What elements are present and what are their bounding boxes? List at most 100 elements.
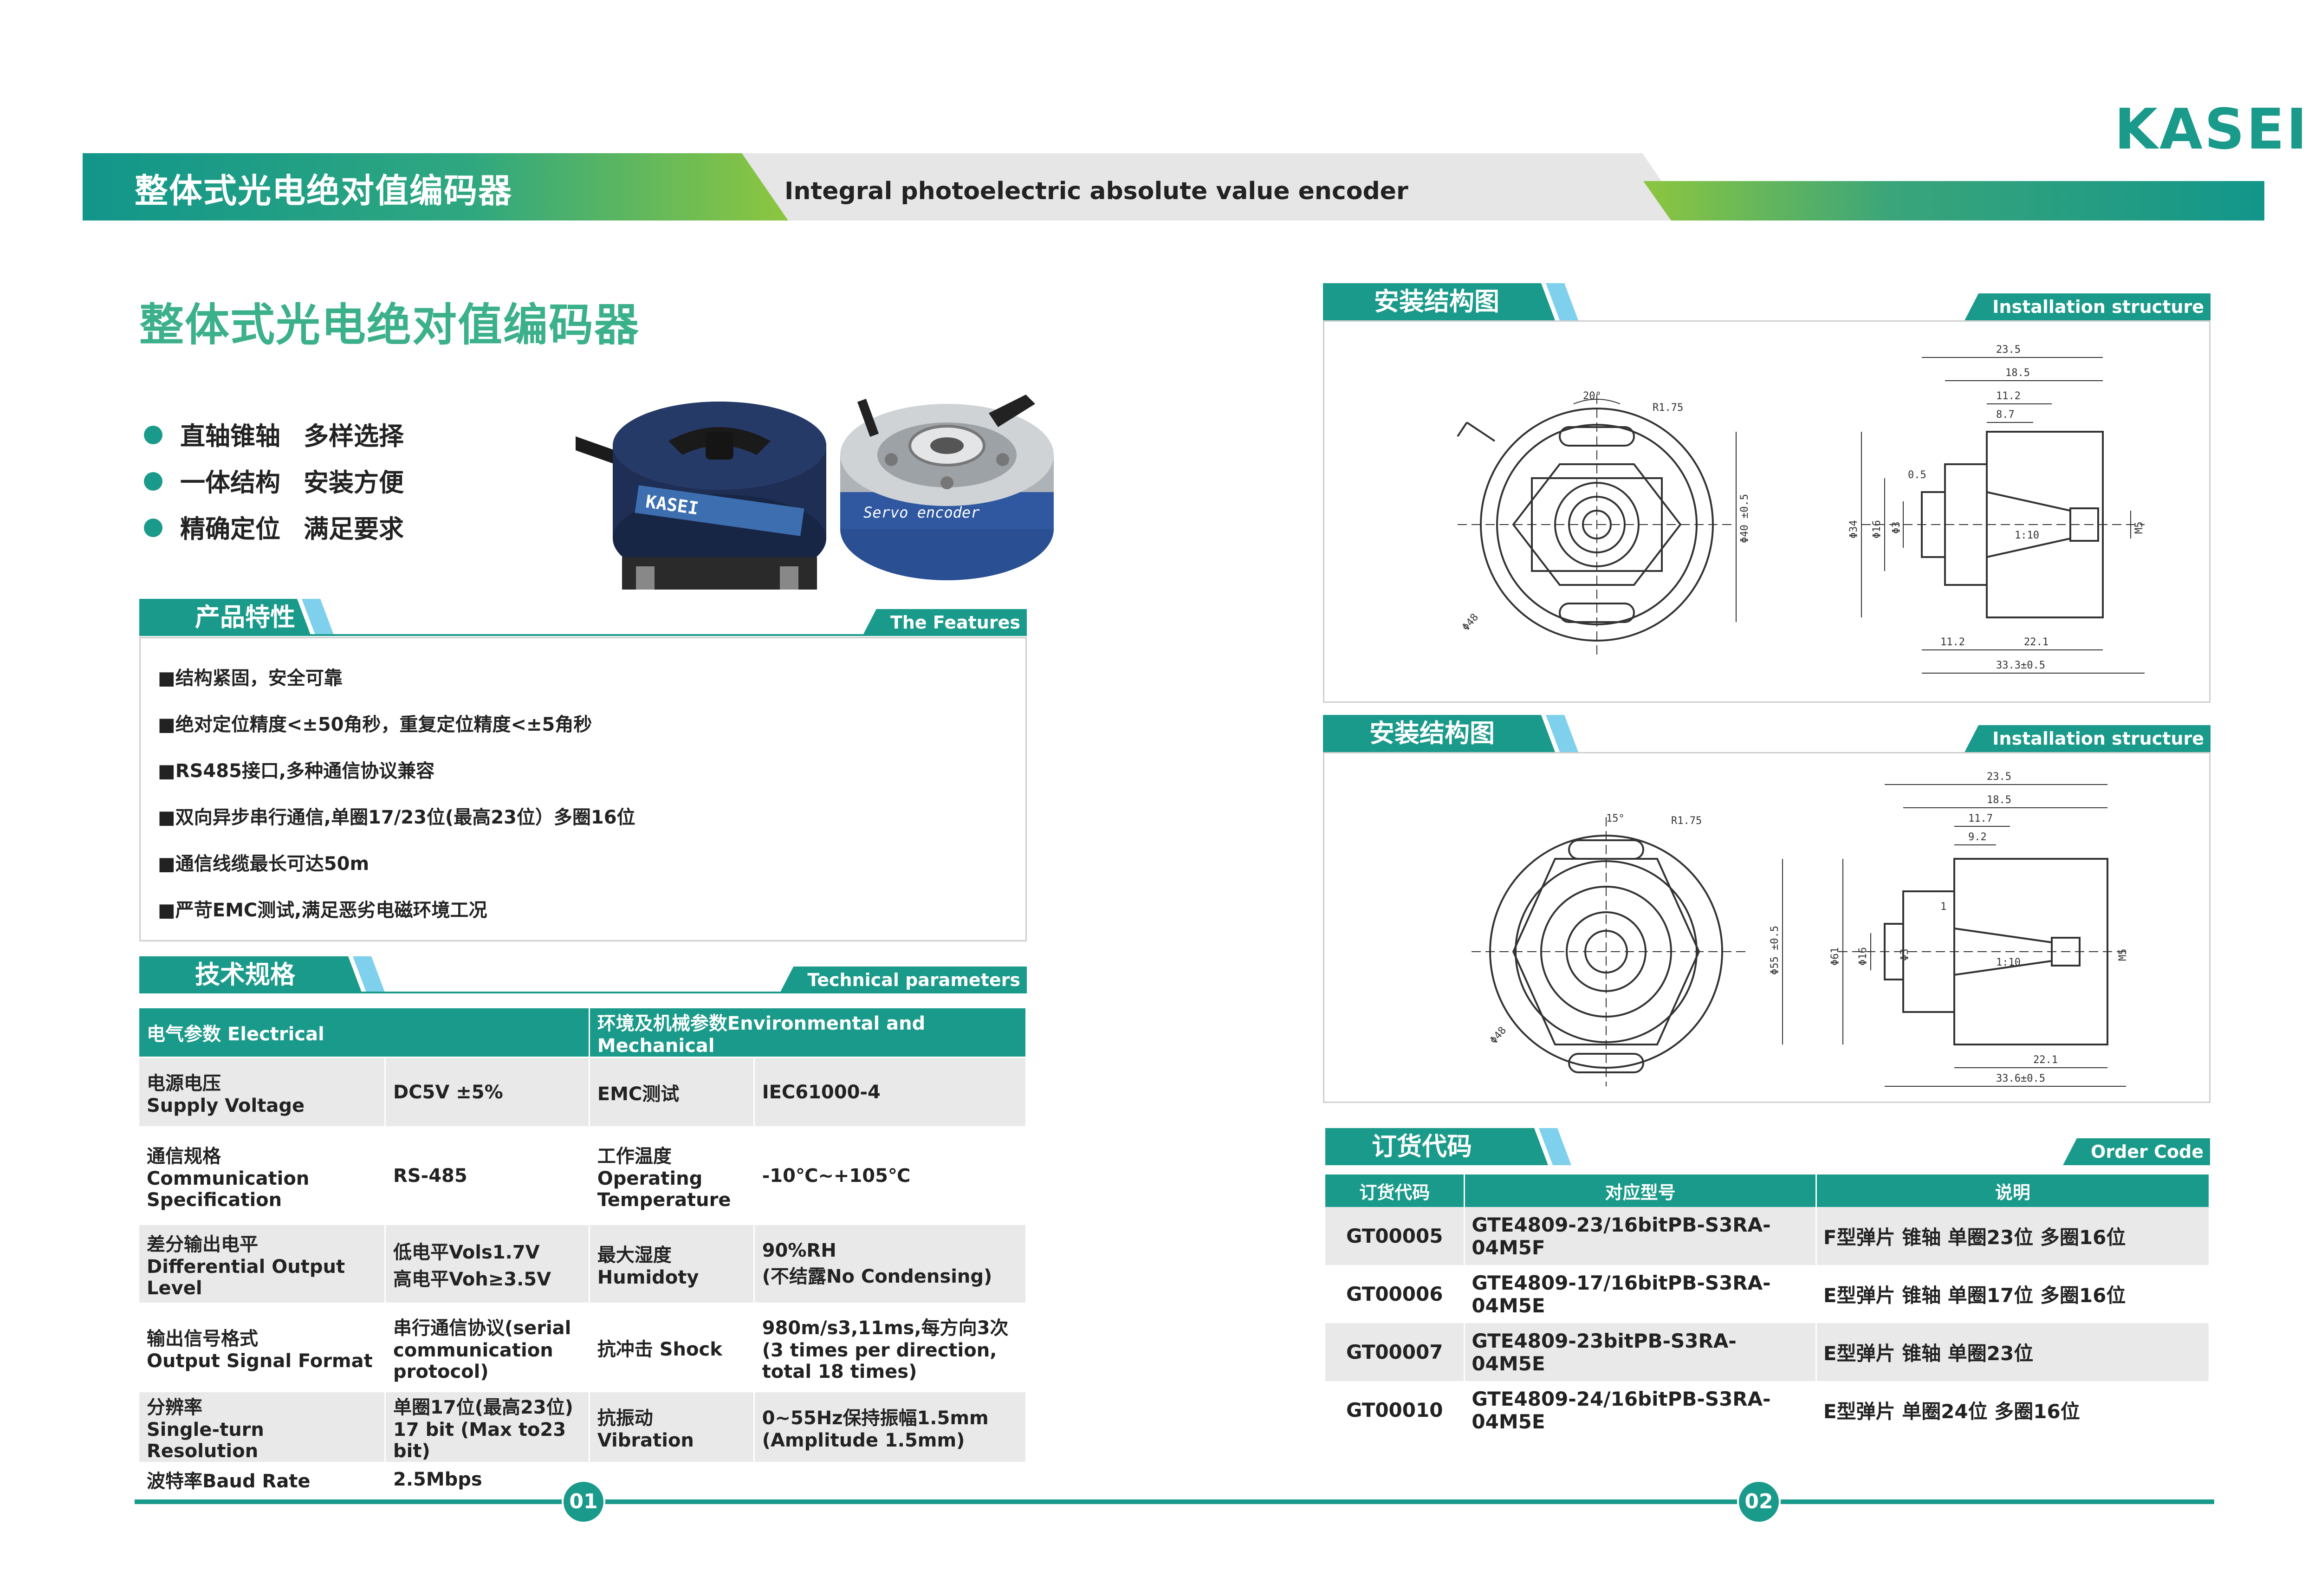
svg-text:18.5: 18.5 <box>2005 367 2030 379</box>
svg-text:11.2: 11.2 <box>1940 636 1965 648</box>
spec-value: 低电平Vols1.7V 高电平Voh≥3.5V <box>385 1224 590 1304</box>
svg-text:11.2: 11.2 <box>1996 390 2021 402</box>
order-model: GTE4809-23/16bitPB-S3RA-04M5F <box>1464 1207 1817 1265</box>
spec-label: EMC测试 <box>589 1057 755 1128</box>
table-row: 通信规格 Communication Specification RS-485 … <box>139 1127 1027 1225</box>
svg-text:23.5: 23.5 <box>1987 771 2011 783</box>
install1-drawing-box <box>1323 320 2211 703</box>
electrical-header: 电气参数 Electrical <box>139 1008 590 1058</box>
svg-text:Φ3: Φ3 <box>1891 522 1902 534</box>
install1-section-header: 安装结构图 Installation structure <box>1323 283 2211 320</box>
order-col-code: 订货代码 <box>1325 1174 1465 1207</box>
highlight-item: 一体结构安装方便 <box>144 462 404 499</box>
order-title-cn: 订货代码 <box>1325 1128 1548 1165</box>
order-desc: E型弹片 单圈24位 多圈16位 <box>1816 1381 2211 1439</box>
svg-text:R1.75: R1.75 <box>1671 815 1702 827</box>
install1-title-en: Installation structure <box>1964 293 2211 320</box>
svg-text:Φ48: Φ48 <box>1488 1025 1509 1046</box>
svg-text:Servo encoder: Servo encoder <box>863 504 980 521</box>
features-box <box>139 637 1027 941</box>
feature-item: ■严苛EMC测试,满足恶劣电磁环境工况 <box>158 900 487 921</box>
spec-value: RS-485 <box>385 1127 590 1225</box>
spec-value: 0~55Hz保持振幅1.5mm (Amplitude 1.5mm) <box>754 1391 1027 1463</box>
spec-label: 最大湿度 Humidoty <box>589 1224 755 1304</box>
svg-text:9.2: 9.2 <box>1968 831 1987 843</box>
bullet-icon <box>144 519 162 538</box>
table-row: 电源电压 Supply Voltage DC5V ±5% EMC测试 IEC61… <box>139 1057 1027 1128</box>
features-title-en: The Features <box>862 609 1027 636</box>
table-row: GT00005 GTE4809-23/16bitPB-S3RA-04M5F F型… <box>1325 1207 2211 1265</box>
header-title-en: Integral photoelectric absolute value en… <box>784 177 1408 205</box>
brand-logo: KASEI <box>2114 97 2309 162</box>
svg-text:22.1: 22.1 <box>2033 1054 2058 1066</box>
feature-item: ■双向异步串行通信,单圈17/23位(最高23位）多圈16位 <box>158 807 635 828</box>
svg-text:M5: M5 <box>2133 522 2145 534</box>
order-title-en: Order Code <box>2063 1138 2210 1165</box>
features-title-cn: 产品特性 <box>139 599 311 636</box>
spec-value: 980m/s3,11ms,每方向3次 (3 times per directio… <box>754 1303 1027 1392</box>
spec-value <box>754 1462 1027 1497</box>
footer-line <box>135 1499 2214 1504</box>
spec-value: DC5V ±5% <box>385 1057 590 1128</box>
order-col-desc: 说明 <box>1816 1174 2211 1207</box>
page-number-right: 02 <box>1737 1480 1781 1524</box>
tab-line <box>139 992 1027 993</box>
table-row: GT00006 GTE4809-17/16bitPB-S3RA-04M5E E型… <box>1325 1265 2211 1323</box>
order-model: GTE4809-24/16bitPB-S3RA-04M5E <box>1464 1381 1817 1439</box>
install2-drawing: 15° R1.75 Φ48 Φ55 ±0.5 23.5 18.5 11.7 9.… <box>1472 771 2129 1087</box>
svg-text:1:10: 1:10 <box>2015 530 2039 541</box>
spec-value: 单圈17位(最高23位) 17 bit (Max to23 bit) <box>385 1391 590 1463</box>
table-row: 波特率Baud Rate 2.5Mbps <box>139 1462 1027 1497</box>
svg-text:R1.75: R1.75 <box>1653 402 1683 414</box>
product-photos: KASEI Servo encoder <box>576 395 1054 590</box>
table-row: GT00010 GTE4809-24/16bitPB-S3RA-04M5E E型… <box>1325 1381 2211 1439</box>
features-section-header: 产品特性 The Features <box>139 599 1027 636</box>
svg-text:Φ55 ±0.5: Φ55 ±0.5 <box>1769 926 1781 975</box>
feature-item: ■RS485接口,多种通信协议兼容 <box>158 760 435 782</box>
highlight-item: 直轴锥轴多样选择 <box>144 415 404 452</box>
svg-text:15°: 15° <box>1606 813 1625 824</box>
table-row: 分辨率 Single-turn Resolution 单圈17位(最高23位) … <box>139 1391 1027 1463</box>
order-model: GTE4809-23bitPB-S3RA-04M5E <box>1464 1323 1817 1381</box>
page-number-left: 01 <box>562 1480 605 1524</box>
svg-text:33.3±0.5: 33.3±0.5 <box>1996 660 2045 671</box>
tab-line <box>139 634 1027 636</box>
svg-text:Φ61: Φ61 <box>1829 947 1841 966</box>
order-section-header: 订货代码 Order Code <box>1325 1128 2210 1165</box>
install1-drawing: 20° R1.75 Φ48 Φ40 ±0.5 23.5 18.5 11.2 8.… <box>1457 344 2145 674</box>
spec-value: 串行通信协议(serial communication protocol) <box>385 1303 590 1392</box>
spec-label: 工作温度 Operating Temperature <box>589 1127 755 1225</box>
feature-item: ■绝对定位精度<±50角秒，重复定位精度<±5角秒 <box>158 714 592 735</box>
spec-label: 分辨率 Single-turn Resolution <box>139 1391 386 1463</box>
svg-text:1:10: 1:10 <box>1996 957 2021 968</box>
spec-label: 电源电压 Supply Voltage <box>139 1057 386 1128</box>
tech-title-cn: 技术规格 <box>139 956 362 993</box>
bullet-icon <box>144 426 162 445</box>
svg-text:Φ16: Φ16 <box>1857 947 1869 966</box>
spec-label <box>589 1462 755 1497</box>
order-code: GT00010 <box>1325 1381 1465 1439</box>
table-row: GT00007 GTE4809-23bitPB-S3RA-04M5E E型弹片 … <box>1325 1323 2211 1381</box>
tech-spec-table: 电气参数 Electrical 环境及机械参数Environmental and… <box>139 1008 1027 1497</box>
svg-text:Φ40 ±0.5: Φ40 ±0.5 <box>1739 494 1750 543</box>
svg-text:Φ16: Φ16 <box>1871 520 1883 538</box>
tech-section-header: 技术规格 Technical parameters <box>139 956 1027 993</box>
spec-value: 90%RH (不结露No Condensing) <box>754 1224 1027 1304</box>
order-code: GT00007 <box>1325 1323 1465 1381</box>
header-title-block <box>83 153 788 221</box>
install2-section-header: 安装结构图 Installation structure <box>1323 715 2211 752</box>
svg-text:33.6±0.5: 33.6±0.5 <box>1996 1073 2045 1084</box>
spec-label: 波特率Baud Rate <box>139 1462 386 1497</box>
order-desc: E型弹片 锥轴 单圈17位 多圈16位 <box>1816 1265 2211 1323</box>
environmental-header: 环境及机械参数Environmental and Mechanical <box>589 1008 1027 1058</box>
svg-text:Φ48: Φ48 <box>1460 611 1481 633</box>
spec-value: -10℃~+105℃ <box>754 1127 1027 1225</box>
svg-text:Φ34: Φ34 <box>1848 520 1860 538</box>
table-row: 差分输出电平 Differential Output Level 低电平Vols… <box>139 1224 1027 1304</box>
install2-title-en: Installation structure <box>1964 725 2211 752</box>
spec-value: IEC61000-4 <box>754 1057 1027 1128</box>
page-title: 整体式光电绝对值编码器 <box>139 299 640 351</box>
order-model: GTE4809-17/16bitPB-S3RA-04M5E <box>1464 1265 1817 1323</box>
order-code: GT00006 <box>1325 1265 1465 1323</box>
feature-item: ■结构紧固，安全可靠 <box>158 668 343 689</box>
